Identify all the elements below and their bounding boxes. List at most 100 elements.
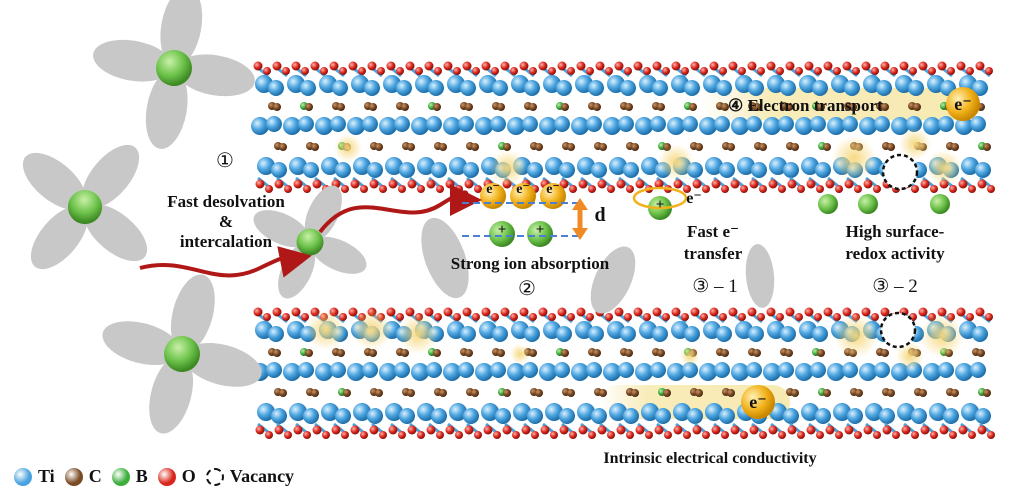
o-atom [787,179,797,189]
c-atom [593,349,601,357]
o-atom [455,431,463,439]
ti-atom [719,162,735,178]
ti-atom [490,362,506,378]
solvent-petal [183,342,262,387]
c-atom [785,103,793,111]
o-atom [350,179,360,189]
o-atom [692,425,702,435]
ti-atom [897,403,915,421]
electron-sphere [540,183,566,209]
o-atom [956,307,966,317]
o-atom [464,179,474,189]
o-atom [671,61,681,71]
o-atom [863,179,873,189]
c-atom [561,103,569,111]
c-atom [433,349,441,357]
o-atom [759,431,767,439]
ti-atom [667,363,685,381]
o-atom [367,61,377,71]
ti-atom [972,326,988,342]
ti-atom [463,162,479,178]
surface-glow [832,136,876,180]
ti-atom [431,162,447,178]
o-atom [274,179,284,189]
ti-atom [705,157,723,175]
o-atom [854,431,862,439]
o-atom [386,61,396,71]
ti-atom [650,362,666,378]
d-arrow-head [572,228,588,240]
ti-atom [716,80,732,96]
solvated-ion-complex [102,274,262,434]
o-atom [977,425,987,435]
c-atom [497,103,505,111]
o-atom [472,313,480,321]
o-atom [614,307,624,317]
o-atom [386,307,396,317]
adsorbed-ion [527,221,553,247]
vacancy-site [879,311,917,349]
ti-atom [891,117,909,135]
o-atom [633,61,643,71]
ti-atom [362,362,378,378]
o-atom [920,425,930,435]
c-atom [817,349,825,357]
ti-atom [778,116,794,132]
ti-atom [801,157,819,175]
o-atom [379,185,387,193]
c-atom [433,103,441,111]
ti-atom [652,80,668,96]
o-atom [502,425,512,435]
c-atom [657,103,665,111]
ti-atom [257,157,275,175]
solvent-petal [149,355,194,434]
o-atom [730,179,740,189]
ti-atom [687,408,703,424]
ti-atom [507,363,525,381]
legend-item-c: C [64,466,102,487]
o-atom [882,425,892,435]
solvent-petal [30,205,88,270]
o-atom [702,185,710,193]
ti-atom [524,326,540,342]
o-atom [453,313,461,321]
o-atom [968,185,976,193]
ti-atom [641,403,659,421]
c-atom [535,143,543,151]
solvent-petal [160,0,203,67]
o-atom [747,61,757,71]
o-atom [445,425,455,435]
o-atom [263,67,271,75]
o-atom [975,307,985,317]
o-atom [719,67,727,75]
o-atom [369,179,379,189]
ti-atom [975,408,991,424]
o-atom [654,425,664,435]
o-atom [709,61,719,71]
ti-atom [684,326,700,342]
o-atom [776,67,784,75]
surface-glow [490,150,526,186]
ti-atom [283,363,301,381]
o-atom [379,431,387,439]
o-atom [930,185,938,193]
c-atom [887,143,895,151]
ti-atom [385,157,403,175]
o-atom [804,307,814,317]
o-atom [880,61,890,71]
ti-atom [379,117,397,135]
o-atom [474,431,482,439]
o-atom [833,313,841,321]
ti-atom [289,403,307,421]
o-atom [443,61,453,71]
c-atom [407,389,415,397]
ti-atom [268,80,284,96]
ti-atom [330,116,346,132]
ti-atom-swatch-icon [14,467,32,486]
ti-atom [463,408,479,424]
plus-label: + [497,222,507,238]
c-atom [753,103,761,111]
o-atom [481,61,491,71]
